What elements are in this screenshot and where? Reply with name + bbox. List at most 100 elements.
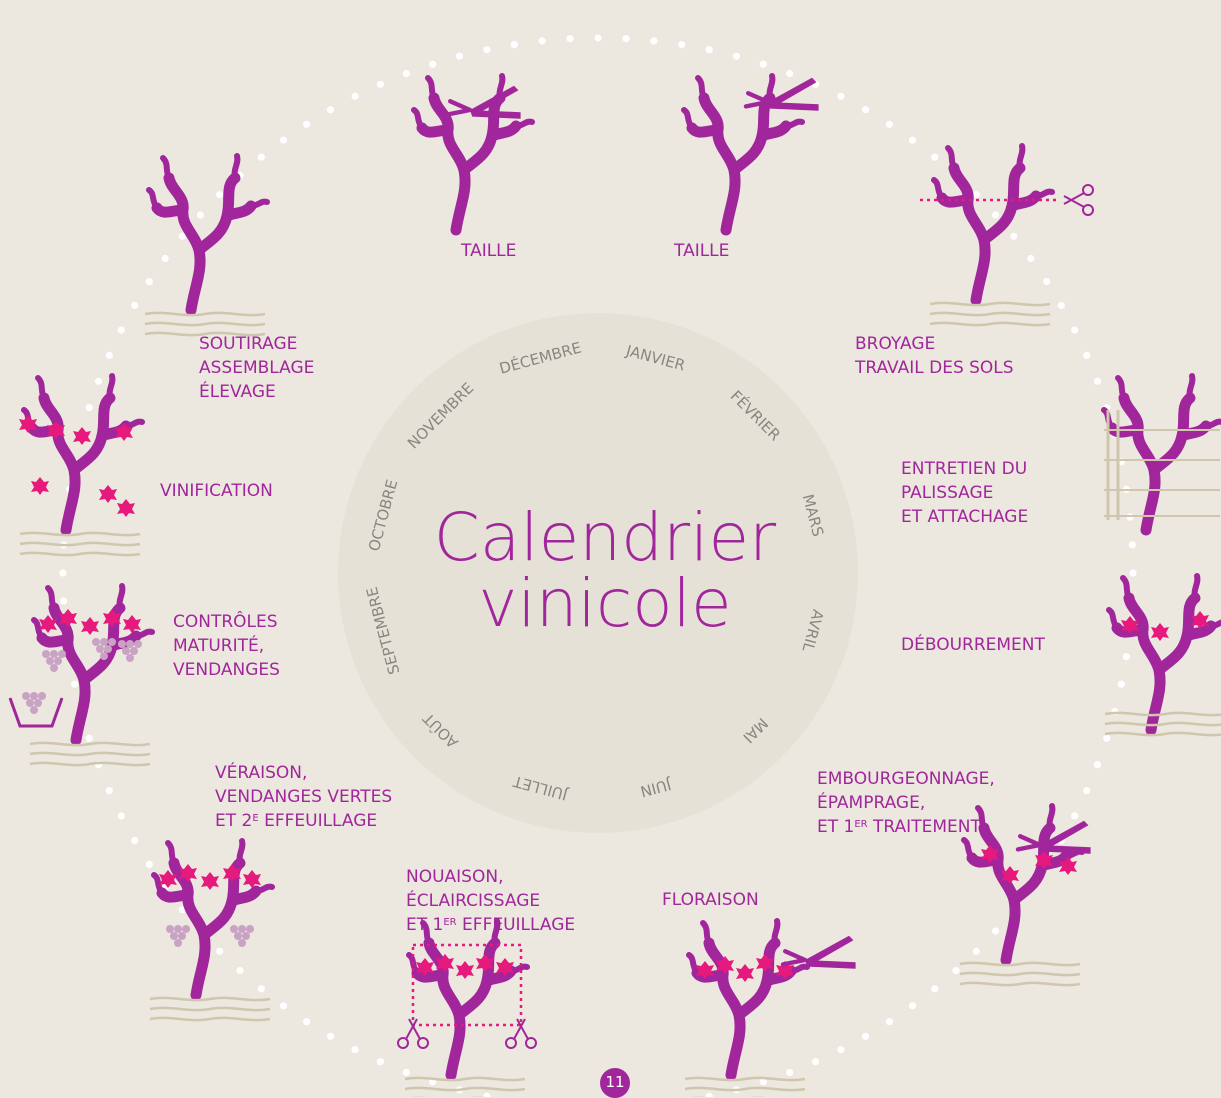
ring-dot xyxy=(376,80,384,88)
ring-dot xyxy=(279,1002,288,1010)
activity-floraison: FLORAISON xyxy=(662,890,759,910)
activity-veraison: VÉRAISON, VENDANGES VERTES ET 2E EFFEUIL… xyxy=(215,763,393,831)
ring-dot xyxy=(992,927,1000,935)
vine-broyage-icon xyxy=(920,146,1094,327)
activity-controles: CONTRÔLES MATURITÉ, VENDANGES xyxy=(173,612,280,680)
ring-dot xyxy=(622,35,630,43)
ring-dot xyxy=(326,1032,335,1040)
title-line-2: vinicole xyxy=(478,565,731,642)
activity-embourgeonnage: EMBOURGEONNAGE, ÉPAMPRAGE, ET 1ER TRAITE… xyxy=(817,769,995,837)
vine-veraison-icon xyxy=(150,841,272,1022)
ring-dot xyxy=(759,60,767,68)
ring-dot xyxy=(131,301,139,310)
ring-dot xyxy=(678,41,686,49)
vine-debourrement-icon xyxy=(1105,576,1221,737)
ring-dot xyxy=(510,41,518,49)
activity-palissage: ENTRETIEN DU PALISSAGE ET ATTACHAGE xyxy=(901,459,1029,527)
ring-dot xyxy=(59,569,67,577)
ring-dot xyxy=(885,120,894,128)
ring-dot xyxy=(178,906,186,914)
vine-vinification-icon xyxy=(19,376,142,557)
ring-dot xyxy=(105,787,113,795)
ring-dot xyxy=(216,947,224,955)
ring-dot xyxy=(1117,680,1125,688)
ring-dot xyxy=(972,947,980,955)
ring-dot xyxy=(885,1018,894,1026)
ring-dot xyxy=(1071,812,1079,820)
ring-dot xyxy=(161,254,169,263)
ring-dot xyxy=(759,1078,767,1086)
activity-vinification: VINIFICATION xyxy=(160,481,273,501)
ring-dot xyxy=(972,191,980,199)
vine-controles-icon xyxy=(8,586,152,767)
page-number: 11 xyxy=(600,1068,630,1098)
ring-dot xyxy=(594,34,602,42)
ring-dot xyxy=(279,136,288,144)
ring-dot xyxy=(105,351,113,359)
vine-floraison-icon xyxy=(685,921,856,1097)
ring-dot xyxy=(85,734,93,742)
ring-dot xyxy=(1071,326,1079,334)
ring-dot xyxy=(650,37,658,45)
ring-dot xyxy=(1083,351,1091,359)
ring-dot xyxy=(94,377,103,385)
vine-taille-right-icon xyxy=(684,76,819,230)
ring-dot xyxy=(908,136,917,144)
ring-dot xyxy=(1083,787,1091,795)
ring-dot xyxy=(351,1046,359,1054)
ring-dot xyxy=(837,1046,845,1054)
ring-dot xyxy=(732,52,741,60)
ring-dot xyxy=(786,1068,794,1077)
ring-dot xyxy=(992,211,1000,219)
ring-dot xyxy=(117,812,125,820)
ring-dot xyxy=(786,69,794,78)
ring-dot xyxy=(429,60,437,68)
ring-dot xyxy=(1093,377,1102,385)
ring-dot xyxy=(931,153,939,161)
activity-soutirage: SOUTIRAGE ASSEMBLAGE ÉLEVAGE xyxy=(199,334,315,402)
ring-dot xyxy=(1057,301,1065,310)
ring-dot xyxy=(1126,513,1134,521)
ring-dot xyxy=(952,967,960,975)
ring-dot xyxy=(1128,541,1136,549)
ring-dot xyxy=(178,232,186,240)
ring-dot xyxy=(1043,278,1051,286)
ring-dot xyxy=(236,967,244,975)
ring-dot xyxy=(538,37,546,45)
activity-taille-right: TAILLE xyxy=(674,241,730,261)
ring-dot xyxy=(705,1092,713,1097)
ring-dot xyxy=(931,985,939,993)
ring-dot xyxy=(131,836,139,845)
ring-dot xyxy=(376,1058,384,1066)
vine-taille-left-icon xyxy=(414,76,532,230)
ring-dot xyxy=(303,1018,311,1026)
month-disc xyxy=(338,313,858,833)
ring-dot xyxy=(566,35,574,43)
ring-dot xyxy=(483,1092,491,1097)
ring-dot xyxy=(1093,761,1102,769)
ring-dot xyxy=(483,46,491,54)
ring-dot xyxy=(85,404,93,412)
ring-dot xyxy=(71,680,79,688)
ring-dot xyxy=(1129,569,1137,577)
ring-dot xyxy=(257,985,265,993)
ring-dot xyxy=(812,1058,820,1066)
ring-dot xyxy=(1122,653,1130,661)
activity-debourrement: DÉBOURREMENT xyxy=(901,635,1045,655)
vine-soutirage-icon xyxy=(145,156,267,337)
ring-dot xyxy=(402,1068,410,1077)
ring-dot xyxy=(257,153,265,161)
vine-nouaison-icon xyxy=(397,921,537,1097)
ring-dot xyxy=(60,597,68,605)
ring-dot xyxy=(705,46,713,54)
ring-dot xyxy=(117,326,125,334)
ring-dot xyxy=(196,211,204,219)
ring-dot xyxy=(326,106,335,114)
ring-dot xyxy=(861,1032,870,1040)
activity-taille-left: TAILLE xyxy=(461,241,517,261)
vine-palissage-icon xyxy=(1104,376,1221,530)
ring-dot xyxy=(1027,254,1035,263)
ring-dot xyxy=(861,106,870,114)
title-line-1: Calendrier xyxy=(434,499,777,576)
